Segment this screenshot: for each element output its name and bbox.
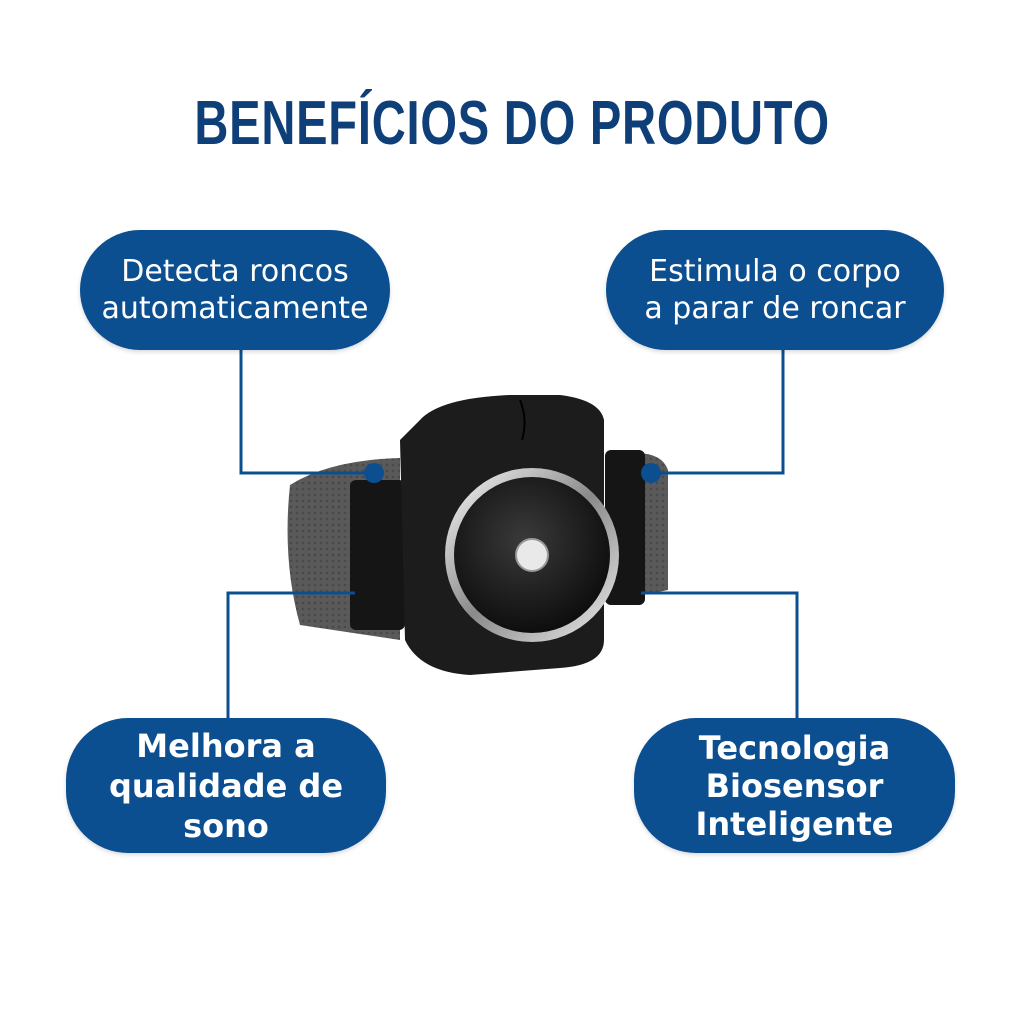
connector-lines: [226, 350, 799, 718]
left-buckle: [350, 480, 405, 630]
benefit-biosensor: Tecnologia Biosensor Inteligente: [634, 718, 955, 853]
device-button: [515, 538, 549, 572]
page-title: BENEFÍCIOS DO PRODUTO: [194, 89, 830, 158]
connector-dot: [641, 463, 661, 483]
connector-dot: [364, 463, 384, 483]
benefit-detect-snoring: Detecta roncos automaticamente: [80, 230, 390, 350]
benefit-stimulate-body: Estimula o corpo a parar de roncar: [606, 230, 944, 350]
benefit-sleep-quality: Melhora a qualidade de sono: [66, 718, 386, 853]
